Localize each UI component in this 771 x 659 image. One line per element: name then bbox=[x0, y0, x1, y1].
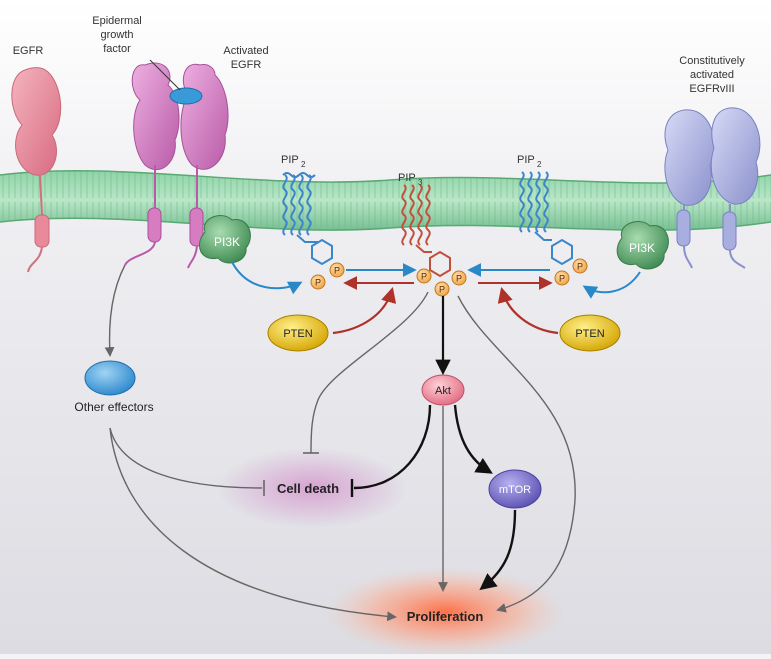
phosphate-label: P bbox=[315, 278, 321, 288]
cell-death-glow bbox=[217, 448, 407, 528]
pi3k-left-label: PI3K bbox=[214, 235, 240, 249]
phosphate-label: P bbox=[439, 285, 445, 295]
svg-text:PIP: PIP bbox=[517, 154, 535, 166]
pten-right-label: PTEN bbox=[575, 328, 604, 340]
pi3k-left: PI3K bbox=[199, 215, 251, 264]
egf-label-line2: growth bbox=[100, 29, 133, 41]
egfrviii-label-line3: EGFRvIII bbox=[689, 83, 734, 95]
pi3k-right: PI3K bbox=[616, 221, 669, 270]
pi3k-right-label: PI3K bbox=[629, 241, 655, 255]
pten-right-arrow bbox=[497, 287, 559, 335]
egfr-label: EGFR bbox=[13, 45, 44, 57]
egf-label-line3: factor bbox=[103, 43, 131, 55]
pten-left: PTEN bbox=[267, 314, 329, 352]
pip2-left-lipid bbox=[282, 172, 333, 266]
pip3-inhibits-cell-death-line bbox=[310, 291, 429, 454]
svg-text:3: 3 bbox=[418, 178, 423, 187]
svg-text:PIP: PIP bbox=[398, 172, 416, 184]
pi3k-left-arrow bbox=[231, 261, 303, 295]
effectors-to-proliferation-arrow bbox=[109, 427, 397, 622]
phosphate-label: P bbox=[421, 272, 427, 282]
egfr-to-effectors-arrow bbox=[104, 264, 126, 357]
akt-to-mtor-arrow bbox=[453, 404, 493, 474]
mtor-node: mTOR bbox=[488, 469, 542, 509]
svg-text:2: 2 bbox=[301, 160, 306, 169]
egf-label-line1: Epidermal bbox=[92, 15, 142, 27]
pip3-to-proliferation-arrow bbox=[457, 295, 576, 613]
effectors-inhibit-cell-death-line bbox=[109, 427, 263, 489]
other-effectors-node bbox=[84, 360, 136, 396]
egfrviii-dimer bbox=[664, 107, 761, 269]
pip3-label: PIP 3 bbox=[398, 172, 423, 187]
mtor-to-proliferation-arrow bbox=[479, 509, 517, 591]
phosphate-group-right: P P bbox=[554, 258, 588, 286]
cell-death-label: Cell death bbox=[277, 481, 339, 496]
egf-ligand bbox=[169, 87, 203, 105]
svg-text:2: 2 bbox=[537, 160, 542, 169]
svg-text:PIP: PIP bbox=[281, 154, 299, 166]
pten-right: PTEN bbox=[559, 314, 621, 352]
pip2-right-lipid bbox=[519, 171, 573, 266]
akt-inhibits-cell-death-line bbox=[353, 404, 432, 490]
proliferation-glow bbox=[325, 567, 565, 657]
pi3k-right-arrow bbox=[582, 271, 641, 299]
activated-egfr-label-line1: Activated bbox=[223, 45, 268, 57]
phosphate-group-left: P P bbox=[310, 262, 345, 290]
phosphate-label: P bbox=[334, 266, 340, 276]
pten-left-label: PTEN bbox=[283, 328, 312, 340]
akt-node: Akt bbox=[421, 374, 465, 406]
phosphate-label: P bbox=[577, 262, 583, 272]
egfr-receptor bbox=[11, 67, 62, 273]
activated-egfr-label-line2: EGFR bbox=[231, 59, 262, 71]
egf-pointer bbox=[149, 59, 181, 91]
pip2-right-label: PIP 2 bbox=[517, 154, 542, 169]
pip3-lipid bbox=[401, 184, 451, 278]
pip2-left-label: PIP 2 bbox=[281, 154, 306, 169]
egfrviii-label-line2: activated bbox=[690, 69, 734, 81]
akt-label: Akt bbox=[435, 385, 451, 397]
phosphate-label: P bbox=[559, 274, 565, 284]
egfrviii-label-line1: Constitutively bbox=[679, 55, 745, 67]
mtor-label: mTOR bbox=[499, 484, 531, 496]
phosphate-group-center: P P P bbox=[416, 268, 467, 297]
other-effectors-label: Other effectors bbox=[74, 400, 153, 414]
proliferation-label: Proliferation bbox=[407, 609, 484, 624]
pten-left-arrow bbox=[332, 287, 397, 335]
phosphate-label: P bbox=[456, 274, 462, 284]
